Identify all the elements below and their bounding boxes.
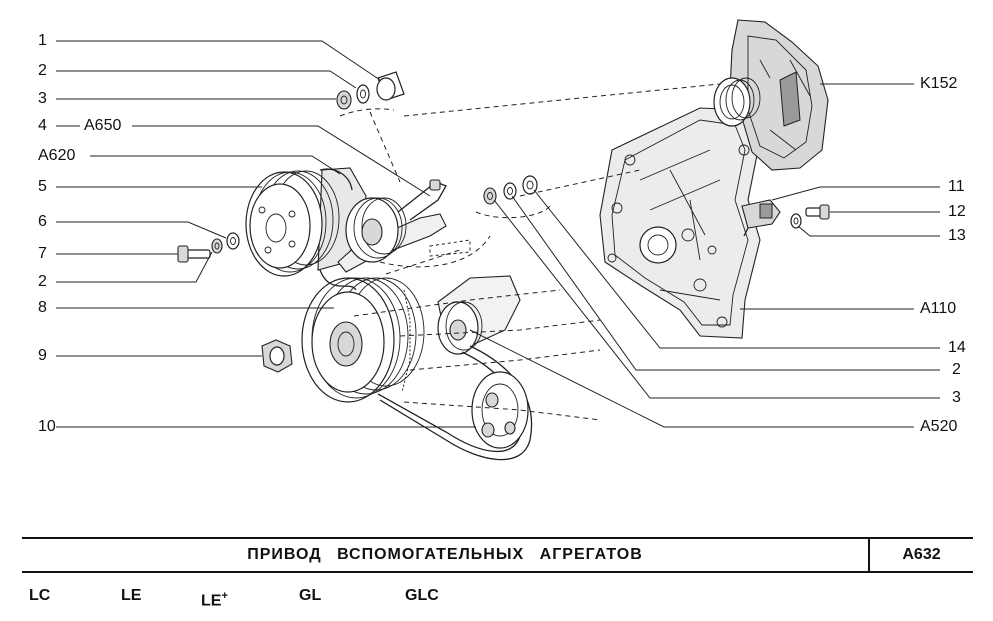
callout-5: 5 [38,178,47,195]
lower-pulley [471,371,529,449]
spacer-1 [376,71,405,101]
callout-3-top: 3 [38,90,47,107]
title-block: ПРИВОД ВСПОМОГАТЕЛЬНЫХ АГРЕГАТОВ A632 [22,537,973,573]
trim-le-plus-base: LE [201,592,222,610]
callout-8: 8 [38,299,47,316]
trim-levels: LC LE LE+ GL GLC [0,584,993,609]
washer-14-mid [522,175,538,195]
nut-3-top [336,90,352,110]
diagram-title: ПРИВОД ВСПОМОГАТЕЛЬНЫХ АГРЕГАТОВ [247,546,643,563]
callout-a110: A110 [920,300,957,317]
callout-3-right: 3 [952,389,961,406]
callout-4: 4 [38,117,47,134]
idler-14 [437,275,521,355]
callout-1: 1 [38,32,47,49]
leader-lines-right [469,83,940,428]
trim-glc: GLC [405,587,439,604]
callout-13: 13 [948,227,966,244]
trim-gl: GL [299,587,322,604]
callout-k152: K152 [920,75,958,92]
engine-cover-a110 [599,107,761,339]
callout-2-right: 2 [952,361,961,378]
callout-6: 6 [38,213,47,230]
bolt-12 [805,204,830,220]
sensor-11 [741,199,781,237]
trim-le-plus: LE+ [201,584,228,613]
trim-lc: LC [29,587,51,604]
callout-7: 7 [38,245,47,262]
exploded-parts-diagram [56,19,940,461]
nut-3-mid [483,187,497,205]
callout-12: 12 [948,203,966,220]
washer-2-top [356,84,370,104]
unit-k152 [713,19,829,171]
callout-9: 9 [38,347,47,364]
bolt-7 [177,245,211,263]
callout-a520: A520 [920,418,958,435]
callout-14: 14 [948,339,966,356]
callout-a650: A650 [84,117,122,134]
callout-a620: A620 [38,147,76,164]
crankshaft-pulley-8 [301,277,425,403]
diagram-code: A632 [902,546,941,563]
title-divider [868,539,870,571]
leader-lines-left [56,40,476,428]
washer-6 [226,232,240,250]
nut-9 [261,339,293,373]
washer-2-mid [503,182,517,200]
assembly-lines [339,83,721,421]
callout-11: 11 [948,178,965,195]
callout-10: 10 [38,418,56,435]
tensioner-4 [337,179,447,273]
washer-13 [790,213,802,229]
callout-2-left: 2 [38,273,47,290]
callout-2-top: 2 [38,62,47,79]
trim-le: LE [121,587,142,604]
washer-2-left [211,238,223,254]
trim-le-plus-sign: + [221,590,228,602]
